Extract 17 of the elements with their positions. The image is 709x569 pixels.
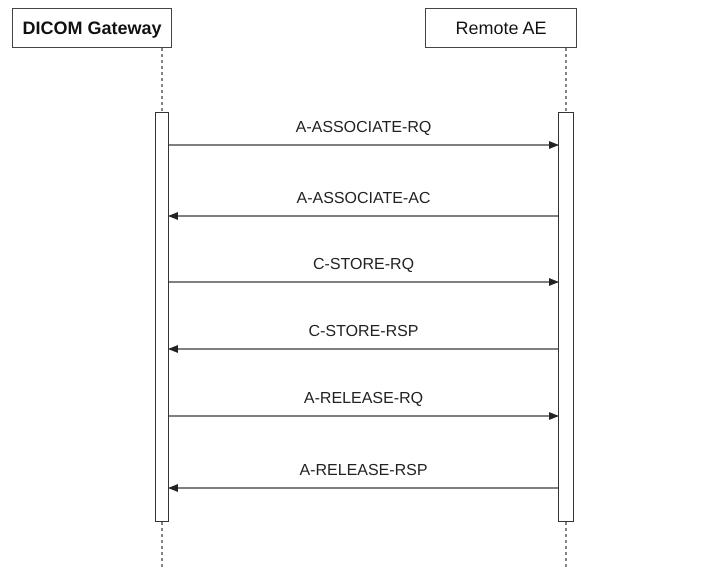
lifeline bbox=[161, 522, 163, 569]
lifeline bbox=[565, 522, 567, 569]
activation-bar bbox=[558, 112, 574, 522]
lifeline bbox=[161, 48, 163, 112]
edge-label: A-ASSOCIATE-RQ bbox=[294, 119, 434, 137]
message-arrow bbox=[168, 212, 558, 220]
edge-label: A-RELEASE-RQ bbox=[302, 390, 426, 408]
message-arrow bbox=[168, 345, 558, 353]
lifeline-header-box: Remote AE bbox=[425, 8, 577, 48]
edge-label: C-STORE-RQ bbox=[310, 256, 416, 274]
message-arrow bbox=[169, 412, 559, 420]
message-arrow bbox=[169, 141, 559, 149]
lifeline-header-box: DICOM Gateway bbox=[12, 8, 172, 48]
message-arrow bbox=[169, 278, 559, 286]
activation-bar bbox=[155, 112, 169, 522]
message-arrow bbox=[168, 484, 558, 492]
lifeline bbox=[565, 48, 567, 112]
